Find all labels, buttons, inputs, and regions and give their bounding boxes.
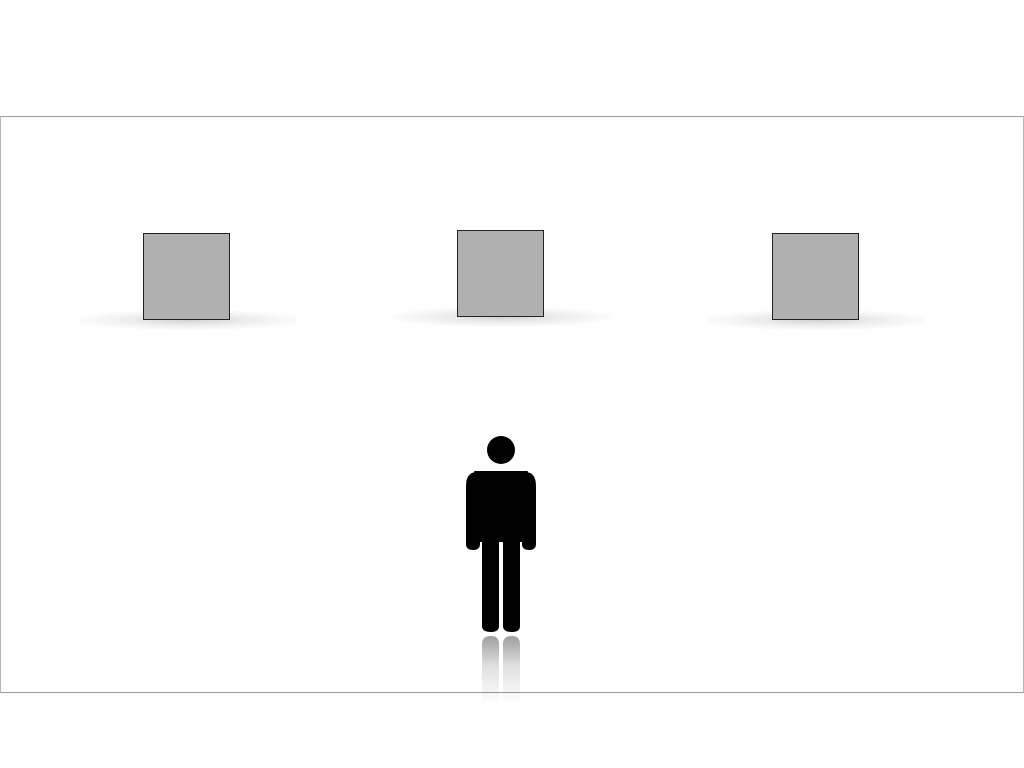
person-reflection	[482, 636, 520, 704]
person-leg-left	[482, 534, 499, 632]
person-figure	[461, 434, 541, 714]
person-torso	[474, 471, 528, 542]
person-standing-icon	[466, 436, 536, 704]
gray-block-right	[772, 233, 859, 320]
person-leg-right	[503, 534, 520, 632]
gray-block-center	[457, 230, 544, 317]
person-head	[487, 436, 515, 464]
gray-block-left	[143, 233, 230, 320]
person-arm-right	[522, 472, 536, 550]
person-arm-left	[466, 472, 480, 550]
